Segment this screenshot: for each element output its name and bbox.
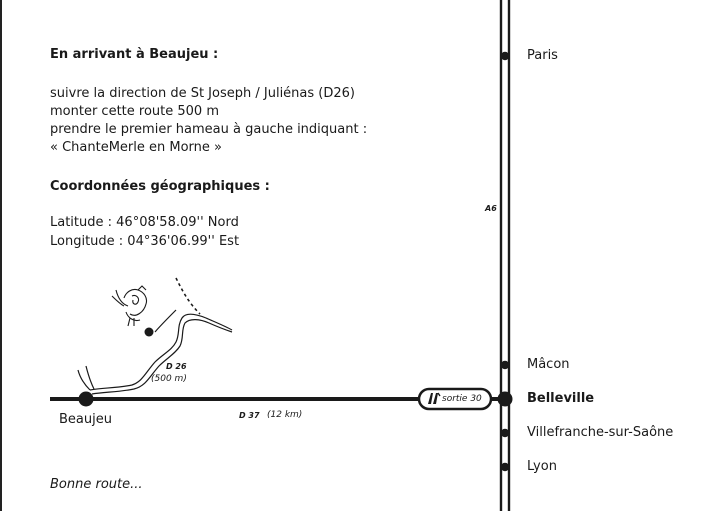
directions-line-2: monter cette route 500 m	[50, 104, 219, 119]
road-d37-label: D 37	[239, 411, 260, 420]
closing-text: Bonne route...	[50, 477, 143, 492]
road-d26-edge-b	[91, 319, 233, 395]
road-d26-label: D 26	[166, 362, 187, 371]
town-dot-beaujeu	[78, 391, 94, 407]
town-label-beaujeu: Beaujeu	[59, 412, 112, 427]
directions-line-3: prendre le premier hameau à gauche indiq…	[50, 122, 368, 137]
hamlet-branch-road	[154, 309, 177, 333]
highway-label: A6	[485, 204, 497, 213]
city-label-villefranche: Villefranche-sur-Saône	[527, 425, 674, 440]
road-d26-edge-a	[89, 313, 233, 391]
branch-road-b	[85, 365, 95, 390]
longitude-text: Longitude : 04°36'06.99'' Est	[50, 234, 240, 249]
city-dot-macon	[500, 360, 510, 370]
city-label-lyon: Lyon	[527, 459, 557, 474]
page-border-left	[0, 0, 2, 511]
coordinates-heading: Coordonnées géographiques :	[50, 179, 270, 194]
city-label-paris: Paris	[527, 48, 558, 63]
city-label-macon: Mâcon	[527, 357, 570, 372]
city-dot-paris	[500, 51, 510, 61]
branch-road-a	[77, 369, 91, 391]
exit-label: sortie 30	[442, 394, 482, 404]
directions-heading: En arrivant à Beaujeu :	[50, 47, 219, 62]
road-d26-distance: (500 m)	[151, 374, 187, 384]
city-dot-lyon	[500, 462, 510, 472]
rooster-icon	[111, 285, 148, 327]
destination-dot	[144, 327, 154, 337]
motorway-icon	[428, 392, 441, 404]
latitude-text: Latitude : 46°08'58.09'' Nord	[50, 215, 239, 230]
city-label-belleville: Belleville	[527, 391, 595, 406]
directions-line-1: suivre la direction de St Joseph / Julié…	[50, 86, 355, 101]
city-dot-villefranche	[500, 428, 510, 438]
road-d37-distance: (12 km)	[267, 410, 303, 420]
dashed-track	[175, 277, 201, 315]
directions-line-4: « ChanteMerle en Morne »	[50, 140, 222, 155]
